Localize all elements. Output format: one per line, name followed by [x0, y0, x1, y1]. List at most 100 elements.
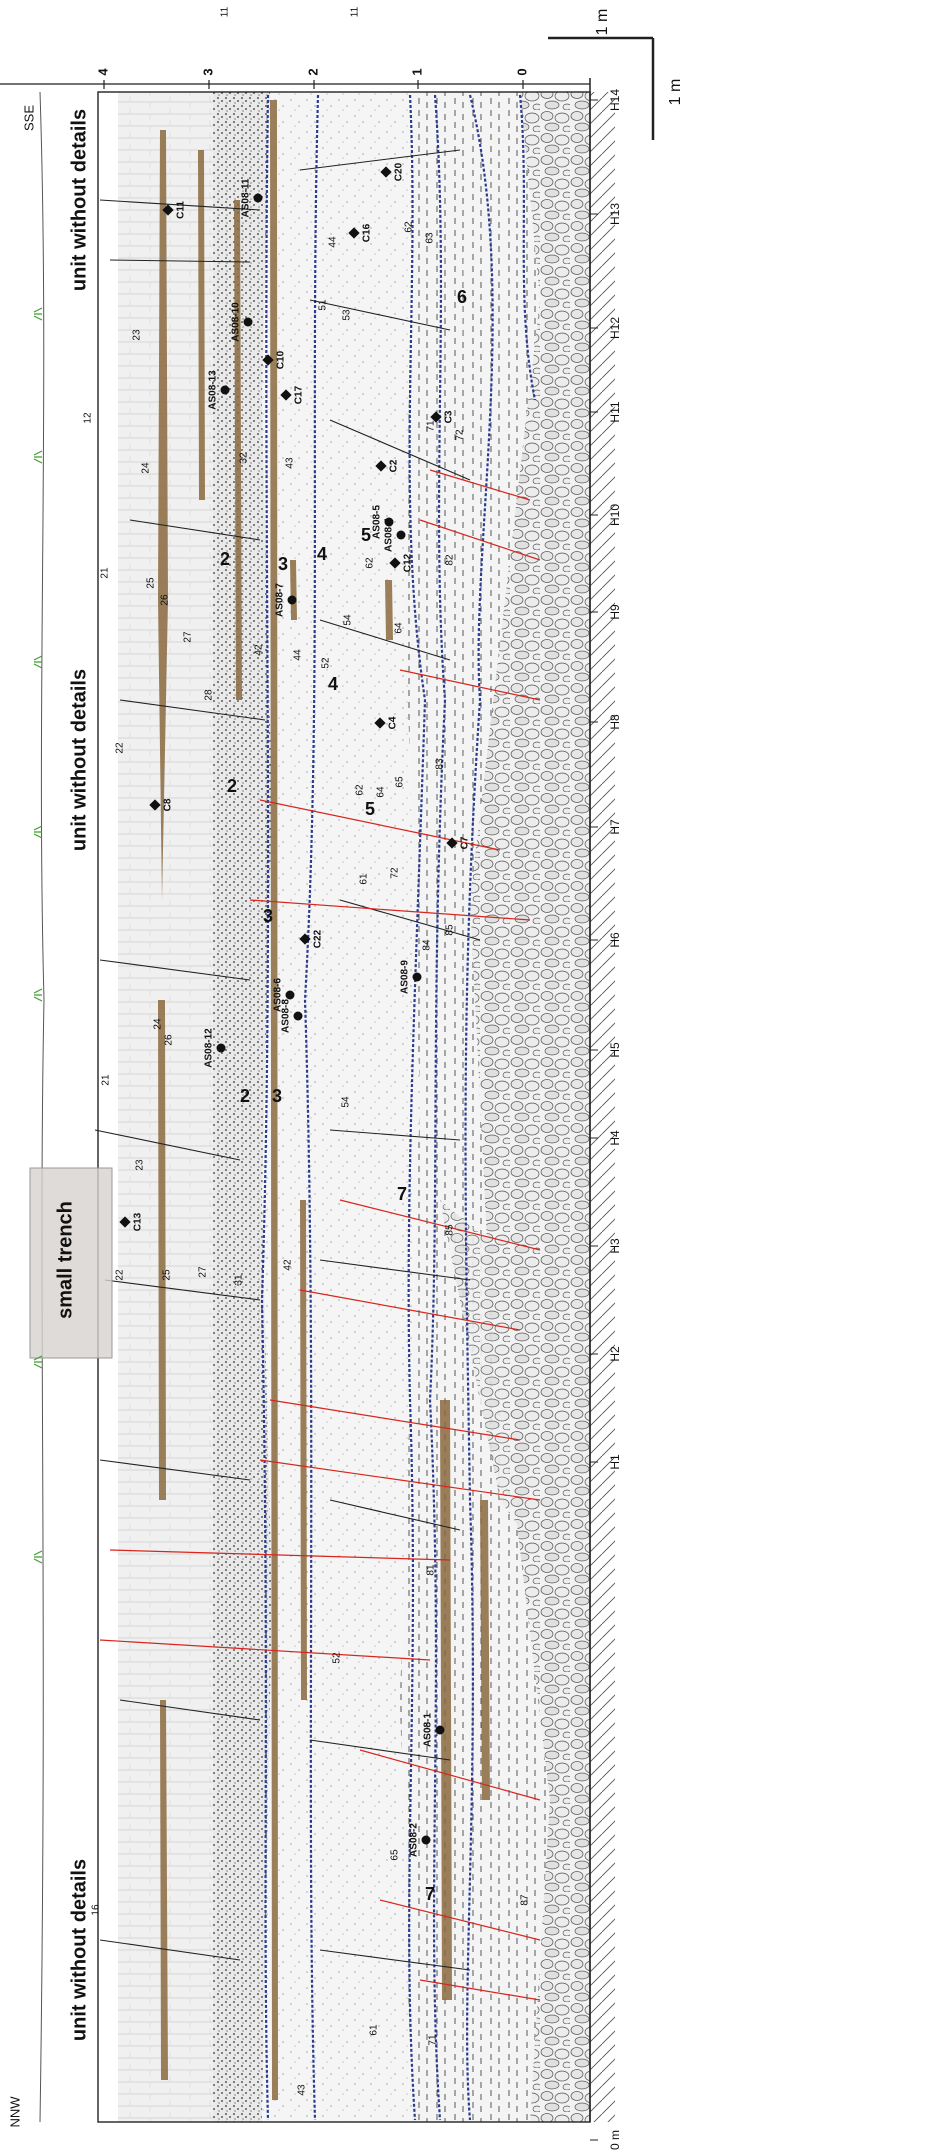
layer-code: 62 — [355, 784, 366, 796]
layer-code: 71 — [428, 2034, 439, 2046]
sample-circle-marker — [220, 385, 230, 395]
layer-code: 71 — [426, 420, 437, 432]
layer-code: 24 — [153, 1018, 164, 1030]
sample-circle-label: AS08-2 — [409, 1823, 420, 1857]
layer-code: 43 — [297, 2084, 308, 2096]
unit-number: 6 — [457, 287, 467, 307]
layer-code: 25 — [146, 577, 157, 589]
sample-diamond-marker — [162, 204, 174, 216]
sample-diamond-label: C3 — [444, 410, 455, 423]
layer-code: 16 — [91, 1904, 102, 1916]
sample-circle-label: AS08-7 — [275, 583, 286, 617]
unit-number: 3 — [263, 906, 273, 926]
layer-code: 11 — [350, 6, 361, 17]
layer-code: 12 — [83, 412, 94, 424]
sample-circle-marker — [216, 1043, 226, 1053]
sample-diamond-label: C16 — [362, 223, 373, 242]
layer-code: 81 — [426, 1564, 437, 1576]
layer-code: 64 — [394, 622, 405, 634]
sample-diamond-label: C17 — [294, 385, 305, 404]
sample-circle-marker — [287, 595, 297, 605]
layer-code: 62 — [404, 221, 415, 233]
sample-diamond-label: C4 — [388, 716, 399, 729]
unit-number: 2 — [220, 549, 230, 569]
sample-circle-label: AS08-12 — [204, 1028, 215, 1068]
sample-diamond-label: C8 — [163, 798, 174, 811]
layer-code: 84 — [422, 939, 433, 951]
organic-lenses — [158, 100, 490, 2100]
layer-code: 61 — [359, 873, 370, 885]
sample-circle-label: AS08-5 — [372, 505, 383, 539]
grid-label: H2 — [608, 1346, 622, 1362]
dotted-layer-band — [213, 92, 272, 2122]
layer-code: 61 — [369, 2024, 380, 2036]
sample-diamond-marker — [149, 799, 161, 811]
layer-code: 25 — [162, 1269, 173, 1281]
sample-diamond-label: C22 — [313, 929, 324, 948]
layer-code: 85 — [445, 924, 456, 936]
sample-circle-label: AS08-11 — [241, 178, 252, 217]
grid-label: H6 — [608, 932, 622, 948]
layer-code: 22 — [115, 1269, 126, 1281]
sample-diamond-label: C20 — [394, 162, 405, 181]
sample-diamond-label: C12 — [403, 553, 414, 572]
small-trench-box — [29, 1167, 113, 1359]
sample-diamond-marker — [389, 557, 401, 569]
sample-circle-label: AS08-6 — [273, 978, 284, 1012]
sample-diamond-marker — [375, 460, 387, 472]
layer-code: 44 — [328, 236, 339, 248]
unit-number: 4 — [328, 674, 338, 694]
sample-diamond-marker — [446, 837, 458, 849]
sample-circle-label: AS08-10 — [231, 302, 242, 342]
unit-number: 5 — [365, 799, 375, 819]
layer-code: 44 — [293, 649, 304, 661]
sample-diamond-marker — [119, 1216, 131, 1228]
scale-bar — [548, 36, 655, 140]
layer-code: 11 — [220, 6, 231, 17]
layer-code: 42 — [254, 644, 265, 656]
unit-number: 2 — [227, 776, 237, 796]
sample-diamond-marker — [262, 354, 274, 366]
scale-label-vertical: 1 m — [594, 9, 611, 36]
unit-number: 7 — [425, 1884, 435, 1904]
grid-label: H10 — [608, 504, 622, 526]
layer-code: 72 — [455, 429, 466, 441]
layer-code: 27 — [198, 1266, 209, 1278]
layer-code: 22 — [115, 742, 126, 754]
layer-code: 43 — [285, 457, 296, 469]
grid-label: H5 — [608, 1042, 622, 1058]
grid-label: H13 — [608, 203, 622, 225]
silt-layer-band — [308, 92, 420, 2122]
layer-code: 42 — [283, 1259, 294, 1271]
sample-circle-label: AS08-13 — [208, 370, 219, 410]
grid-label: H1 — [608, 1454, 622, 1470]
unit-number: 3 — [272, 1086, 282, 1106]
height-tick-label: 3 — [200, 68, 215, 75]
orientation-top: SSE — [21, 105, 36, 131]
sample-diamond-label: C2 — [389, 459, 400, 472]
layer-code: 87 — [520, 1894, 531, 1906]
annotation-small-trench: small trench — [54, 1201, 76, 1319]
layer-code: 52 — [321, 657, 332, 669]
gravel-layer-band — [470, 92, 590, 2122]
grid-label: H8 — [608, 714, 622, 730]
sample-circle-marker — [435, 1725, 445, 1735]
layer-code: 32 — [239, 452, 250, 464]
unit-number: 2 — [240, 1086, 250, 1106]
height-tick-label: 0 — [514, 68, 529, 75]
orientation-bottom: NNW — [7, 2096, 22, 2128]
grid-label: H7 — [608, 819, 622, 835]
layer-code: 65 — [395, 776, 406, 788]
layer-code: 28 — [204, 689, 215, 701]
height-tick-label: 2 — [305, 68, 320, 75]
height-tick-label: 1 — [409, 68, 424, 75]
sample-circle-marker — [412, 972, 422, 982]
grid-label: 0 m — [608, 2130, 622, 2150]
layer-code: 83 — [435, 758, 446, 770]
grid-label: H14 — [608, 89, 622, 111]
unit-number: 5 — [361, 525, 371, 545]
sample-diamond-marker — [380, 166, 392, 178]
sample-circle-marker — [285, 990, 295, 1000]
grid-label: H12 — [608, 317, 622, 339]
unit-number: 7 — [397, 1184, 407, 1204]
